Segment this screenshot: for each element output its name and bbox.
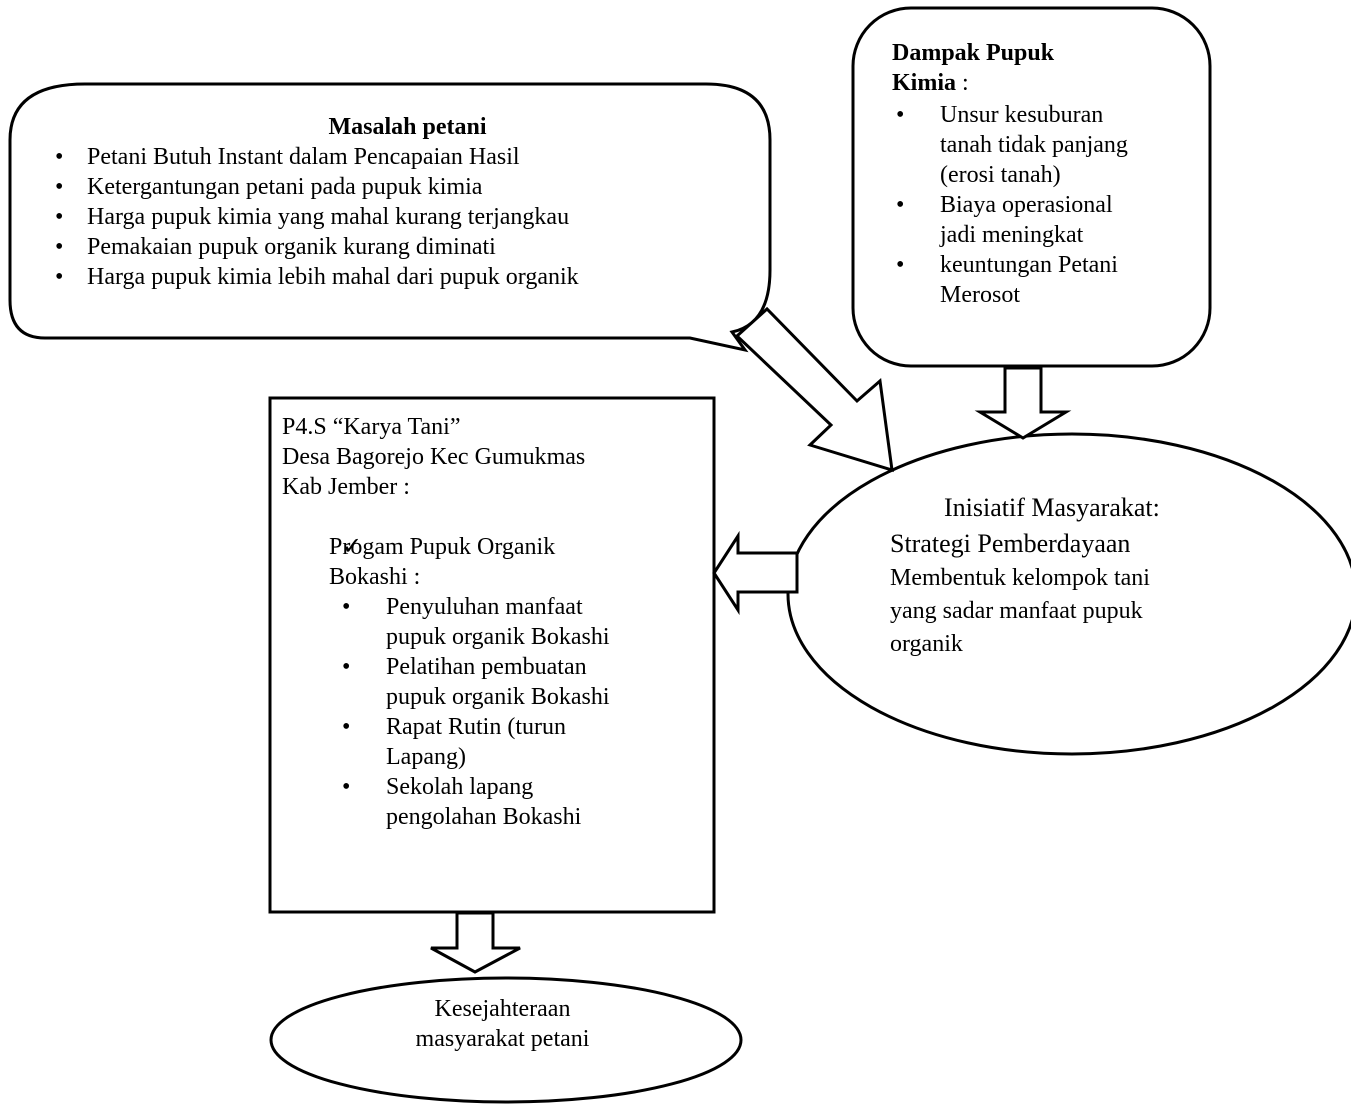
list-item-line: Biaya operasional [940,192,1113,218]
inisiatif-text-line: yang sadar manfaat pupuk [890,598,1143,624]
arrow-p4s-to-kesejahteraan [430,911,521,974]
arrow-masalah-to-inisiatif [734,306,894,473]
inisiatif-content: Inisiatif Masyarakat: Strategi Pemberday… [890,490,1330,661]
list-item-line: Merosot [940,282,1020,308]
list-item: Pelatihan pembuatan pupuk organik Bokash… [282,652,702,712]
masalah-petani-content: Masalah petani Petani Butuh Instant dala… [55,112,760,292]
list-item: Rapat Rutin (turun Lapang) [282,712,702,772]
kesejahteraan-line: Kesejahteraan [434,996,571,1022]
list-item: keuntungan Petani Merosot [892,250,1192,310]
kesejahteraan-line: masyarakat petani [415,1026,590,1052]
kesejahteraan-ellipse [269,976,743,1104]
list-item-line: pupuk organik Bokashi [386,684,610,710]
list-item-line: Pelatihan pembuatan [386,654,587,680]
list-item-line: tanah tidak panjang [940,132,1128,158]
list-item: Pemakaian pupuk organik kurang diminati [55,232,760,262]
p4s-header-line: P4.S “Karya Tani” [282,414,461,440]
inisiatif-text-line: organik [890,631,963,657]
list-item-line: pengolahan Bokashi [386,804,582,830]
list-item: Harga pupuk kimia lebih mahal dari pupuk… [55,262,760,292]
list-item: Sekolah lapang pengolahan Bokashi [282,772,702,832]
program-item: Progam Pupuk Organik Bokashi : [329,532,702,592]
arrow-inisiatif-to-p4s [712,530,799,616]
program-line: Progam Pupuk Organik [329,534,556,560]
list-item-line: pupuk organik Bokashi [386,624,610,650]
kesejahteraan-content: Kesejahteraan masyarakat petani [330,994,675,1054]
p4s-activity-list: Penyuluhan manfaat pupuk organik Bokashi… [282,592,702,832]
p4s-header-line: Kab Jember : [282,474,410,500]
dampak-title-line2: Kimia : [892,68,1192,98]
inisiatif-title: Inisiatif Masyarakat: [944,493,1160,522]
dampak-pupuk-content: Dampak Pupuk Kimia : Unsur kesuburan tan… [892,38,1192,310]
list-item-line: keuntungan Petani [940,252,1118,278]
list-item: Biaya operasional jadi meningkat [892,190,1192,250]
dampak-title-suffix: : [956,70,969,96]
p4s-header-line: Desa Bagorejo Kec Gumukmas [282,444,586,470]
list-item-line: Unsur kesuburan [940,102,1104,128]
inisiatif-ellipse [786,432,1351,756]
list-item: Unsur kesuburan tanah tidak panjang (ero… [892,100,1192,190]
dampak-title-line1: Dampak Pupuk [892,40,1055,66]
dampak-list: Unsur kesuburan tanah tidak panjang (ero… [892,100,1192,310]
list-item-line: jadi meningkat [940,222,1084,248]
list-item: Harga pupuk kimia yang mahal kurang terj… [55,202,760,232]
inisiatif-text-line: Membentuk kelompok tani [890,565,1150,591]
list-item: Petani Butuh Instant dalam Pencapaian Ha… [55,142,760,172]
list-item: Penyuluhan manfaat pupuk organik Bokashi [282,592,702,652]
arrow-dampak-to-inisiatif [974,366,1072,440]
p4s-content: P4.S “Karya Tani” Desa Bagorejo Kec Gumu… [282,412,702,832]
list-item-line: Lapang) [386,744,466,770]
list-item-line: Penyuluhan manfaat [386,594,583,620]
program-line: Bokashi : [329,564,421,590]
masalah-list: Petani Butuh Instant dalam Pencapaian Ha… [55,142,760,292]
list-item-line: Sekolah lapang [386,774,534,800]
inisiatif-strategy: Strategi Pemberdayaan [890,529,1131,558]
list-item-line: Rapat Rutin (turun [386,714,566,740]
dampak-title-kimia: Kimia [892,70,956,96]
list-item: Ketergantungan petani pada pupuk kimia [55,172,760,202]
p4s-program-list: Progam Pupuk Organik Bokashi : [282,532,702,592]
masalah-title: Masalah petani [328,114,487,140]
list-item-line: (erosi tanah) [940,162,1061,188]
